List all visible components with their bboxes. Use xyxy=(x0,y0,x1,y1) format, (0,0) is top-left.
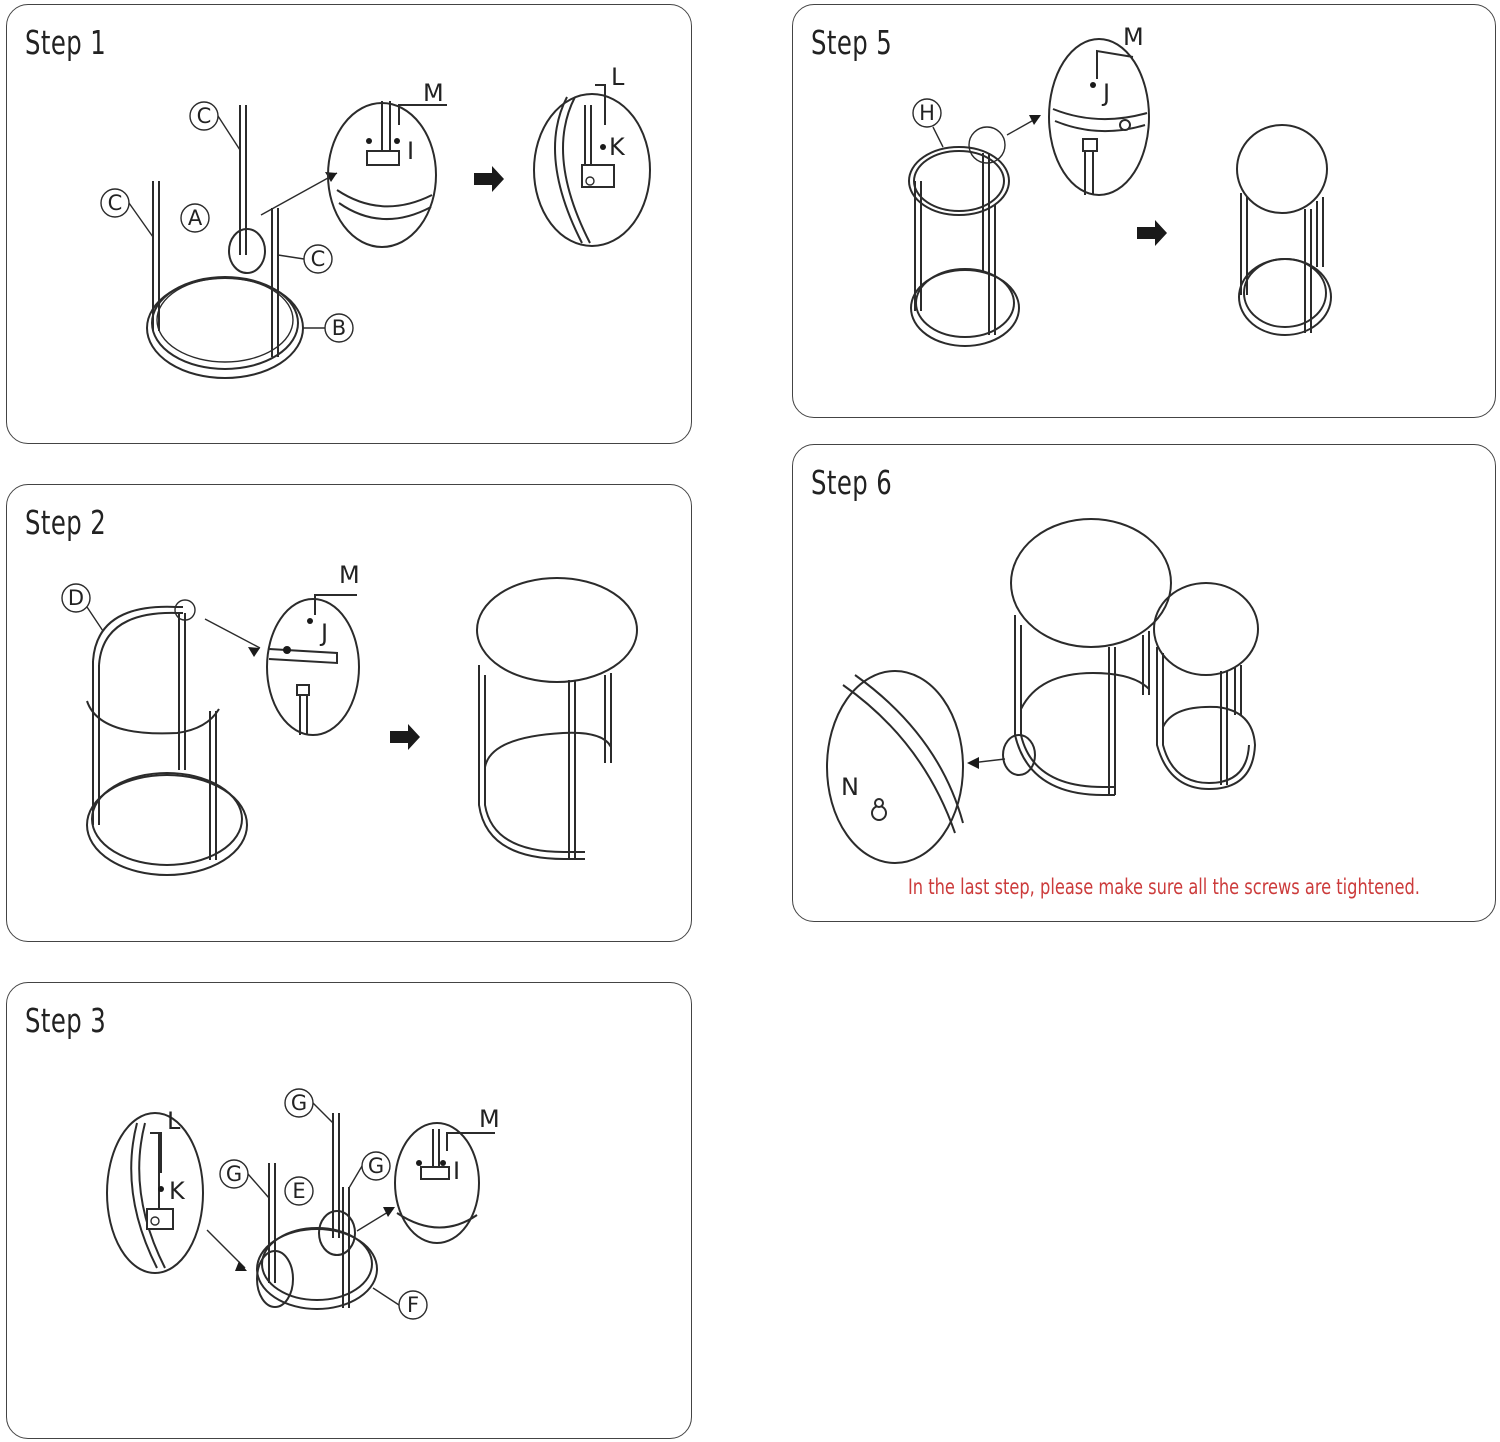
label-k: K xyxy=(609,133,626,161)
label-c-top: C xyxy=(197,104,212,128)
label-i: I xyxy=(453,1157,460,1185)
label-b: B xyxy=(332,316,346,340)
label-f: F xyxy=(407,1293,419,1317)
label-i: I xyxy=(407,137,414,165)
step-2-title: Step 2 xyxy=(25,503,107,542)
step-6-title: Step 6 xyxy=(811,463,893,502)
label-c-right: C xyxy=(311,247,326,271)
label-j: J xyxy=(319,619,328,647)
step-5-diagram: H M J xyxy=(908,23,1332,347)
step-2-diagram: D M J xyxy=(61,561,638,876)
label-k: K xyxy=(169,1177,186,1205)
step-3-diagram: G G G E F L K M I xyxy=(106,1088,500,1320)
label-m: M xyxy=(423,79,444,107)
label-n: N xyxy=(841,773,859,801)
label-g-left: G xyxy=(226,1162,242,1186)
step-1-diagram: C C C A B M I L K xyxy=(100,63,651,379)
label-m: M xyxy=(339,561,360,589)
step-3-panel: Step 3 G G G E F xyxy=(6,982,692,1439)
label-m: M xyxy=(479,1105,500,1133)
step-5-title: Step 5 xyxy=(811,23,893,62)
step-3-title: Step 3 xyxy=(25,1001,107,1040)
label-m: M xyxy=(1123,23,1144,51)
step-1-panel: Step 1 C C C A B xyxy=(6,4,692,444)
label-g-top: G xyxy=(291,1091,307,1115)
final-note: In the last step, please make sure all t… xyxy=(908,875,1420,899)
label-h: H xyxy=(919,101,935,125)
label-c-left: C xyxy=(108,191,123,215)
label-j: J xyxy=(1101,79,1110,107)
step-6-diagram: N xyxy=(826,518,1259,864)
label-d: D xyxy=(68,586,84,610)
step-6-panel: Step 6 N In the last step, please make s… xyxy=(792,444,1496,922)
step-5-panel: Step 5 H M J xyxy=(792,4,1496,418)
label-g-right: G xyxy=(368,1154,384,1178)
step-1-title: Step 1 xyxy=(25,23,107,62)
step-2-panel: Step 2 D M J xyxy=(6,484,692,942)
label-l: L xyxy=(167,1107,181,1135)
label-l: L xyxy=(611,63,625,91)
label-a: A xyxy=(188,206,203,230)
label-e: E xyxy=(292,1179,305,1203)
